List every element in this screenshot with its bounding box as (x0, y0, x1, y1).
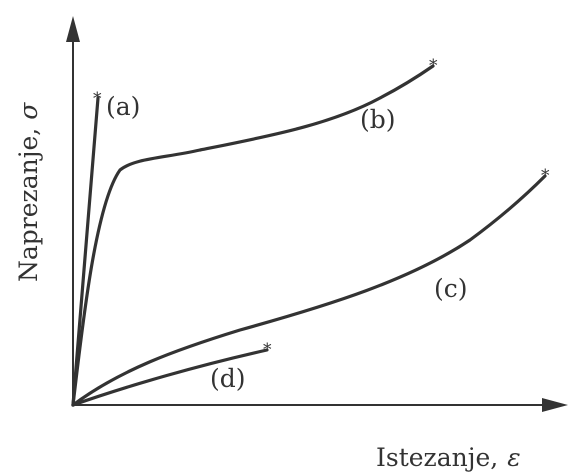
axes (66, 16, 568, 412)
curve-a-line (71, 96, 100, 407)
curve-a-label: (a) (106, 92, 140, 121)
curve-c: * (c) (71, 166, 550, 407)
curve-d-label: (d) (210, 364, 246, 393)
curve-d: * (d) (71, 340, 272, 407)
y-axis-symbol: σ (14, 102, 43, 120)
curve-b-line (71, 64, 435, 407)
curve-c-line (71, 174, 547, 407)
curve-a: * (a) (71, 89, 140, 407)
curve-d-line (71, 348, 269, 407)
x-axis-label: Istezanje, (376, 443, 498, 472)
x-axis-symbol: ε (507, 443, 520, 472)
curve-d-end-marker: * (263, 340, 272, 360)
y-axis-arrowhead (66, 16, 80, 42)
x-axis-arrowhead (542, 398, 568, 412)
y-axis-label: Naprezanje, (14, 128, 43, 282)
curve-b-label: (b) (360, 105, 396, 134)
curve-c-end-marker: * (541, 166, 550, 186)
y-axis-title: Naprezanje, σ (14, 102, 43, 282)
curve-b-end-marker: * (429, 56, 438, 76)
svg-text:Istezanje,ε: Istezanje, ε (376, 443, 521, 472)
svg-text:Naprezanje,σ: Naprezanje, σ (14, 102, 43, 282)
curve-c-label: (c) (434, 274, 468, 303)
curve-a-end-marker: * (93, 89, 102, 109)
x-axis-title: Istezanje, ε (376, 443, 521, 472)
curve-b: * (b) (71, 56, 438, 407)
